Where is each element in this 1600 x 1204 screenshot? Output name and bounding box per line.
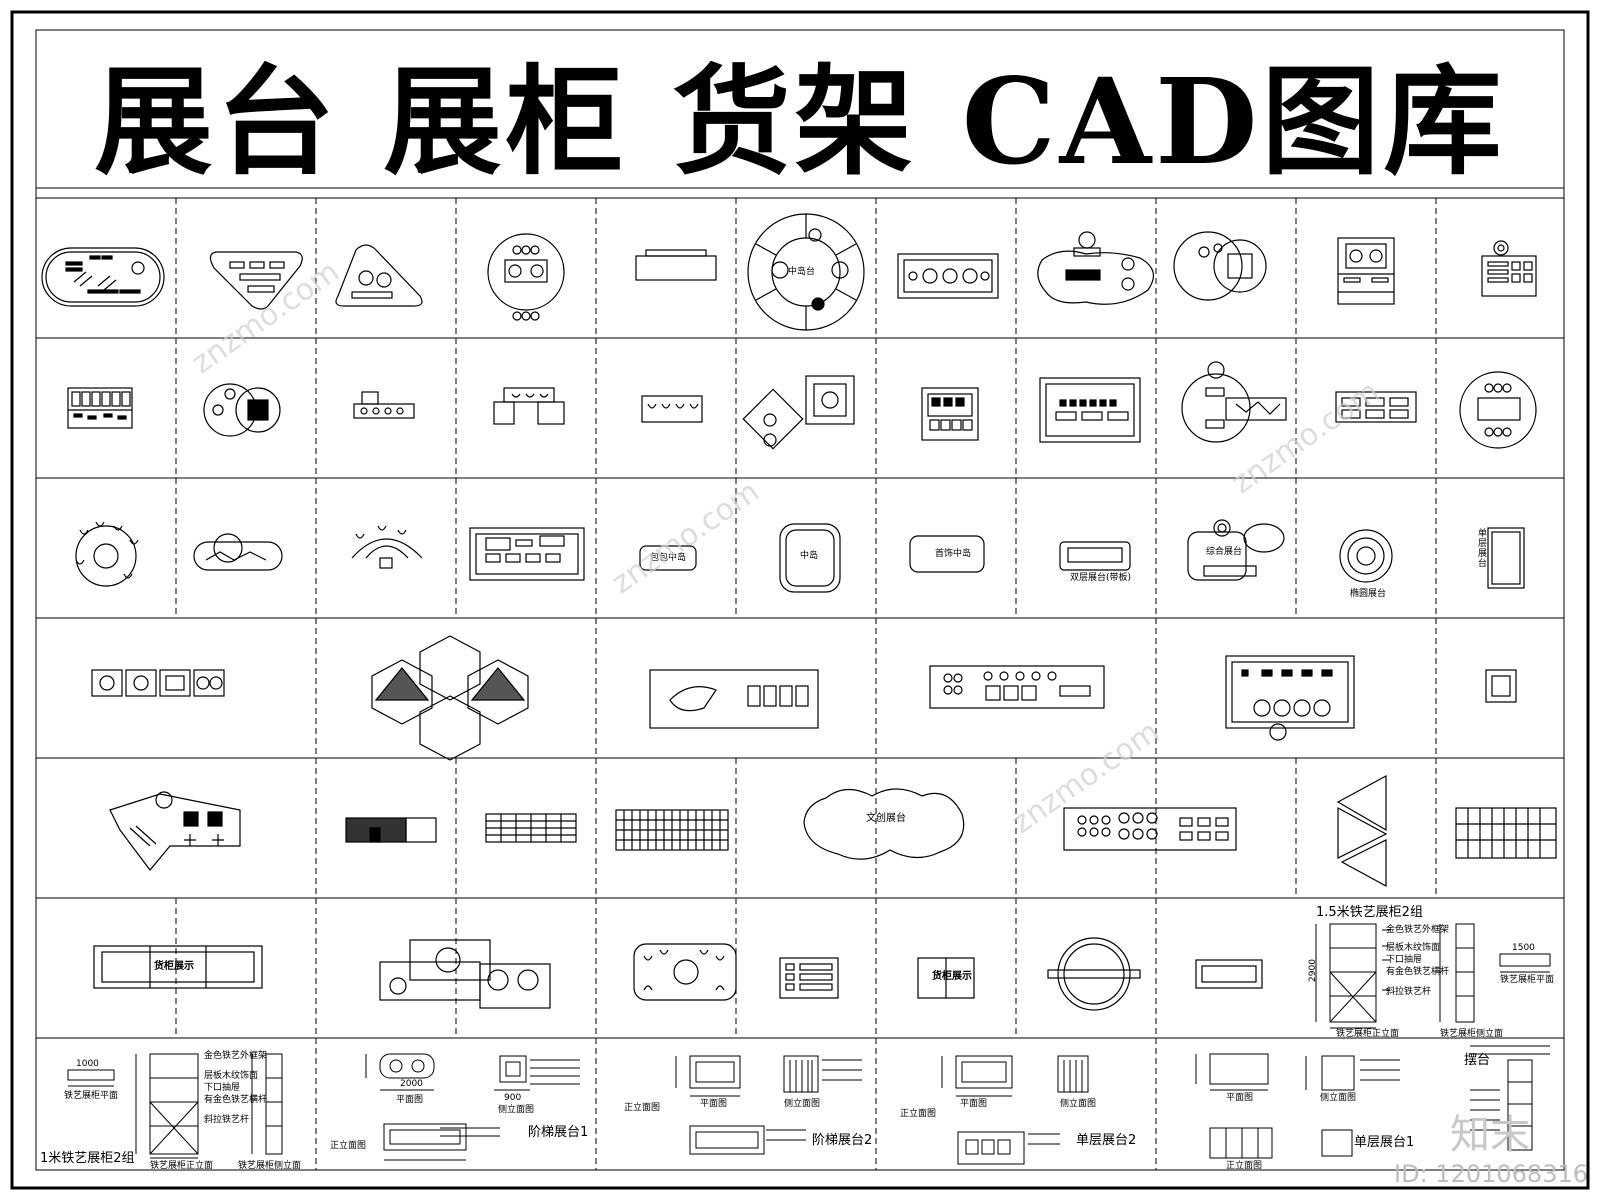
label-zhengmian-1: 正立面图 bbox=[330, 1141, 367, 1151]
label-danceng-1: 单层展台1 bbox=[1354, 1135, 1415, 1150]
label-danceng-ztai: 单层展台 bbox=[1478, 529, 1488, 569]
dim-1500: 1500 bbox=[1512, 943, 1535, 953]
label-huogui-2: 货柜展示 bbox=[932, 971, 972, 982]
label-jieti-1: 阶梯展台1 bbox=[528, 1125, 589, 1140]
label-zhongdao: 中岛 bbox=[800, 551, 819, 561]
label-jinse-1: 金色铁艺外框架 bbox=[204, 1051, 268, 1061]
label-zonghe: 综合展台 bbox=[1206, 547, 1243, 557]
label-huogui-1: 货柜展示 bbox=[154, 961, 194, 972]
label-jinse: 金色铁艺外框架 bbox=[1386, 925, 1450, 935]
label-shuangceng: 双层展台(带板) bbox=[1070, 573, 1132, 583]
label-danceng-2: 单层展台2 bbox=[1076, 1133, 1137, 1148]
dim-900: 900 bbox=[504, 1093, 522, 1103]
label-youjin-1: 有金色铁艺横杆 bbox=[204, 1095, 268, 1105]
label-baitai: 摆台 bbox=[1464, 1053, 1491, 1068]
label-cemian-4: 侧立面图 bbox=[1320, 1093, 1357, 1103]
dim-2000: 2000 bbox=[400, 1079, 423, 1089]
grid-cols bbox=[175, 198, 1437, 1170]
label-pingmian-1: 铁艺展柜平面 bbox=[64, 1091, 119, 1101]
label-tuoyuan: 椭圆展台 bbox=[1350, 589, 1387, 599]
label-cemian-1: 侧立面图 bbox=[498, 1105, 535, 1115]
dim-2900: 2900 bbox=[1307, 959, 1318, 982]
label-shoushi: 首饰中岛 bbox=[935, 549, 972, 559]
label-zhongdaotai: 中岛台 bbox=[788, 267, 816, 277]
label-pingmiantu-4: 平面图 bbox=[1226, 1093, 1254, 1103]
label-tieyi-1: 1米铁艺展柜2组 bbox=[40, 1151, 135, 1166]
label-cemian-3: 侧立面图 bbox=[1060, 1099, 1097, 1109]
label-xieji: 斜拉铁艺杆 bbox=[1386, 987, 1432, 997]
label-pingmiantu-1: 平面图 bbox=[396, 1095, 424, 1105]
image-id: ID: 1201068316 bbox=[1394, 1160, 1588, 1188]
label-celi-1: 铁艺展柜侧立面 bbox=[238, 1161, 302, 1171]
label-pingmian-15: 铁艺展柜平面 bbox=[1500, 975, 1555, 985]
label-cengban: 层板木纹饰面 bbox=[1386, 943, 1441, 953]
brand-logo: 知末 bbox=[1450, 1112, 1530, 1158]
label-zhengmian-3: 正立面图 bbox=[900, 1109, 937, 1119]
label-cengban-1: 层板木纹饰面 bbox=[204, 1071, 259, 1081]
label-wenchuang: 文创展台 bbox=[866, 813, 906, 824]
label-zhengli-1: 铁艺展柜正立面 bbox=[150, 1161, 214, 1171]
label-zhengmian-2: 正立面图 bbox=[624, 1103, 661, 1113]
label-zhengmian-4: 正立面图 bbox=[1226, 1161, 1263, 1171]
label-baobao: 包包中岛 bbox=[650, 553, 687, 563]
label-xieji-1: 斜拉铁艺杆 bbox=[204, 1115, 250, 1125]
label-cemian-2: 侧立面图 bbox=[784, 1099, 821, 1109]
label-xiakou-1: 下口抽屉 bbox=[204, 1083, 241, 1093]
label-tieyi-15: 1.5米铁艺展柜2组 bbox=[1316, 905, 1423, 920]
grid-rows bbox=[36, 337, 1564, 1039]
label-celi-15: 铁艺展柜侧立面 bbox=[1440, 1029, 1504, 1039]
label-pingmiantu-3: 平面图 bbox=[960, 1099, 988, 1109]
sheet-title: 展台 展柜 货架 CAD图库 bbox=[94, 51, 1506, 191]
label-pingmiantu-2: 平面图 bbox=[700, 1099, 728, 1109]
label-xiakou: 下口抽屉 bbox=[1386, 955, 1423, 965]
label-zhengli-15: 铁艺展柜正立面 bbox=[1336, 1029, 1400, 1039]
label-youjin: 有金色铁艺横杆 bbox=[1386, 967, 1450, 977]
label-jieti-2: 阶梯展台2 bbox=[812, 1133, 873, 1148]
dim-1000: 1000 bbox=[76, 1059, 99, 1069]
